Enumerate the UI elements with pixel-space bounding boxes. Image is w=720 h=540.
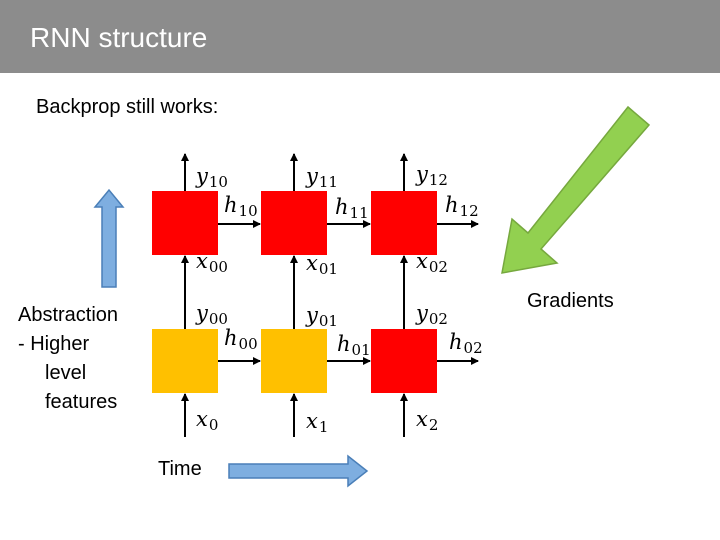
time-label: Time [158, 458, 202, 480]
abstraction-line-4: features [45, 391, 118, 413]
label-x01: x01 [306, 251, 338, 278]
label-h11: h11 [335, 195, 369, 222]
abstraction-label: Abstraction - Higher level features [18, 301, 118, 417]
cell-layer1-t2 [371, 191, 437, 255]
label-h01: h01 [337, 332, 371, 359]
label-x00: x00 [196, 249, 228, 276]
label-y01: y01 [305, 303, 338, 330]
label-x1: x1 [306, 409, 328, 436]
label-x2: x2 [416, 407, 438, 434]
label-y02: y02 [415, 301, 448, 328]
cell-layer0-t1 [261, 329, 327, 393]
label-h12: h12 [445, 193, 479, 220]
label-h00: h00 [224, 326, 258, 353]
gradients-label: Gradients [527, 290, 614, 312]
slide-title: RNN structure [30, 22, 208, 53]
label-x02: x02 [416, 249, 448, 276]
gradients-arrow [501, 105, 651, 274]
cell-layer0-t0 [152, 329, 218, 393]
time-arrow [228, 454, 369, 488]
label-y00: y00 [195, 301, 228, 328]
label-y10: y10 [195, 164, 228, 191]
label-x0: x0 [196, 407, 218, 434]
abstraction-line-1: Abstraction [18, 304, 119, 326]
subtitle: Backprop still works: [36, 96, 219, 118]
abstraction-line-3: level [45, 362, 87, 384]
label-y11: y11 [305, 164, 338, 191]
cell-layer1-t1 [261, 191, 327, 255]
slide-header: RNN structure [0, 0, 720, 73]
cell-layer0-t2 [371, 329, 437, 393]
abstraction-line-2: - Higher [18, 333, 90, 355]
cell-layer1-t0 [152, 191, 218, 255]
abstraction-arrow [93, 188, 125, 288]
label-h02: h02 [449, 330, 483, 357]
label-y12: y12 [415, 162, 448, 189]
label-h10: h10 [224, 193, 258, 220]
